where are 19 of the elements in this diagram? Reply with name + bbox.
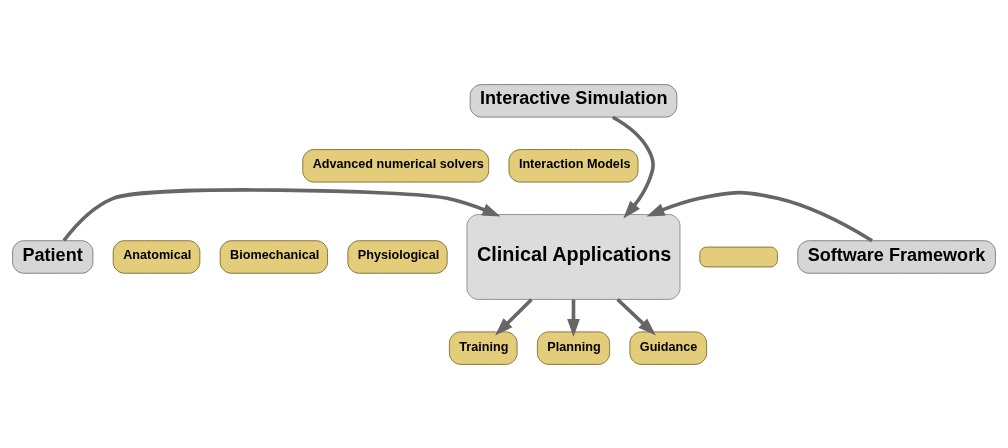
- node-box: Guidance: [629, 330, 708, 365]
- node-box: Software Framework: [797, 239, 996, 274]
- node-box: Physiological: [347, 239, 448, 274]
- node-box: Clinical Applications: [466, 213, 681, 300]
- node-box: Planning: [536, 330, 611, 365]
- arrow: [495, 297, 533, 335]
- arrow: [567, 298, 580, 337]
- arrow: [646, 190, 873, 242]
- arrow: [611, 115, 655, 218]
- node-box: Advanced numerical solvers: [302, 148, 490, 183]
- arrow: [616, 297, 656, 336]
- node-box: Interaction Models: [508, 148, 639, 183]
- node-box: [699, 246, 778, 267]
- node-box: Biomechanical: [219, 239, 328, 274]
- node-box: Training: [448, 330, 518, 365]
- node-box: Patient: [12, 239, 94, 274]
- node-box: Anatomical: [112, 239, 201, 274]
- node-box: Interactive Simulation: [469, 83, 678, 118]
- arrow: [62, 187, 501, 242]
